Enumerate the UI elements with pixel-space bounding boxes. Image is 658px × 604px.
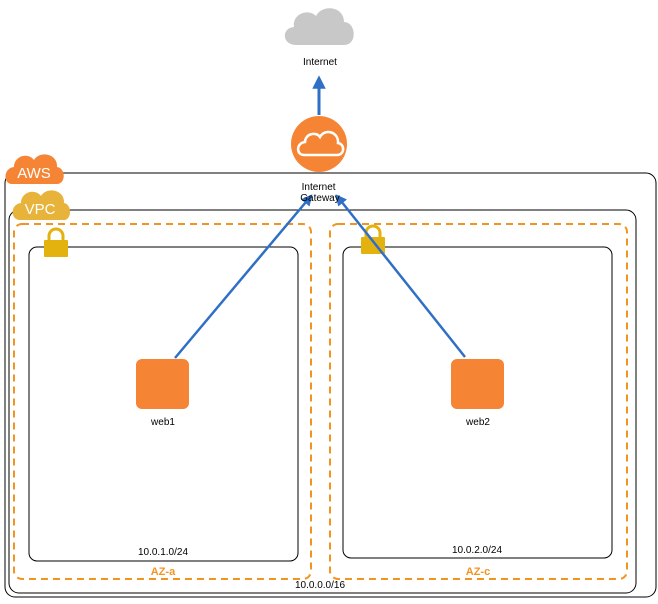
subnet-a-cidr: 10.0.1.0/24 — [138, 547, 188, 558]
az-a-boundary — [13, 223, 312, 580]
web2-instance-icon — [451, 359, 504, 409]
subnet-c-cidr: 10.0.2.0/24 — [452, 545, 502, 556]
vpc-cidr: 10.0.0.0/16 — [295, 580, 345, 591]
internet-cloud-icon — [284, 8, 354, 46]
web2-to-gateway-arrow — [335, 194, 466, 358]
gateway-label: Internet Gateway — [300, 182, 339, 204]
web1-label: web1 — [150, 417, 175, 428]
internet-label: Internet — [303, 57, 337, 68]
subnet-c-boundary — [342, 246, 613, 559]
web1-instance-icon — [136, 359, 189, 409]
az-c-boundary — [329, 223, 628, 580]
internet-gateway-icon — [291, 116, 347, 172]
lock-icon — [44, 227, 68, 257]
vpc-badge: VPC — [12, 190, 71, 220]
aws-cloud-boundary — [4, 172, 657, 598]
svg-text:VPC: VPC — [25, 201, 56, 218]
subnet-a-boundary — [28, 246, 299, 562]
aws-badge: AWS — [5, 154, 64, 184]
svg-text:AWS: AWS — [17, 165, 51, 182]
web2-label: web2 — [465, 417, 490, 428]
vpc-boundary — [8, 209, 637, 594]
az-c-label: AZ-c — [466, 566, 490, 578]
web1-to-gateway-arrow — [174, 194, 313, 359]
az-a-label: AZ-a — [151, 566, 176, 578]
